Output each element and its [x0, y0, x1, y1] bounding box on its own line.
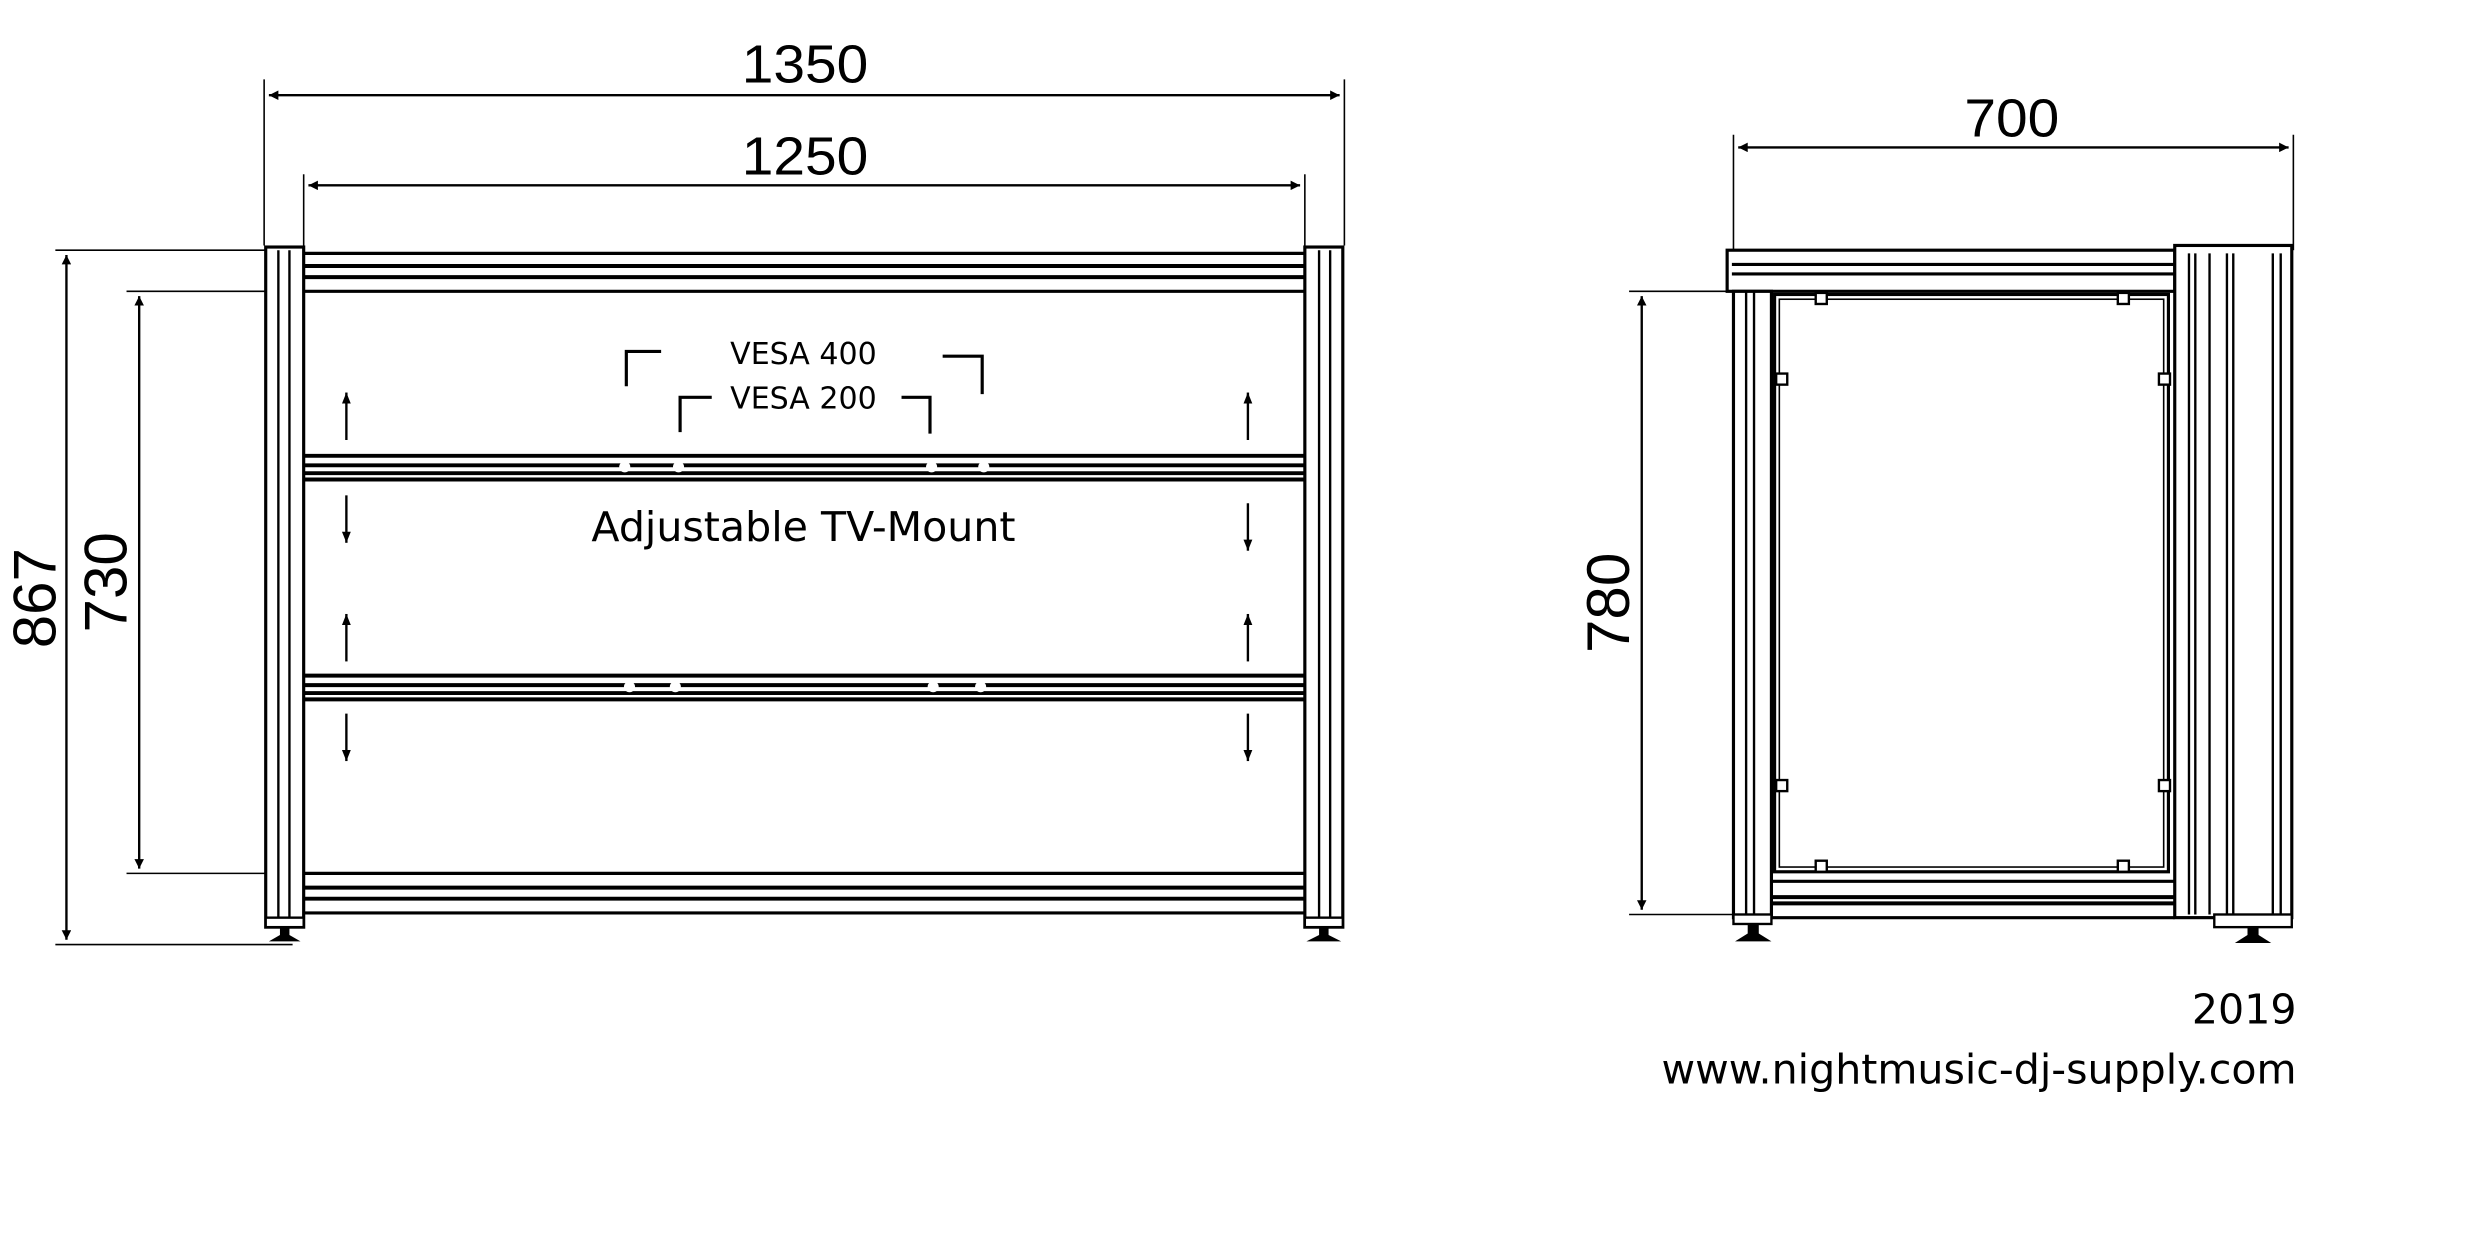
clip — [1814, 291, 1828, 306]
vesa-400-bracket: VESA 400 — [624, 337, 984, 395]
vesa-hole — [927, 681, 939, 693]
vesa-400-label: VESA 400 — [730, 337, 877, 372]
side-rear-post — [2173, 243, 2294, 943]
right-leg — [1303, 245, 1345, 942]
year-label: 2019 — [2192, 986, 2297, 1034]
clip — [2116, 291, 2131, 306]
clip — [1774, 372, 1789, 386]
dimension-label: 1350 — [742, 35, 869, 95]
dimension-side-height: 780 — [1575, 290, 1740, 916]
top-rail — [303, 251, 1305, 293]
vesa-200-label: VESA 200 — [730, 381, 877, 416]
dimension-label: 780 — [1575, 553, 1642, 653]
dimension-overall-width: 1350 — [263, 35, 1346, 246]
tv-mount-rail-lower[interactable] — [303, 673, 1305, 702]
adjustable-mount-label: Adjustable TV-Mount — [591, 503, 1015, 551]
dimension-label: 867 — [1, 548, 68, 648]
side-top-rail — [1725, 248, 2177, 293]
vesa-hole — [669, 681, 681, 693]
side-view: 700 780 — [1575, 88, 2295, 943]
vesa-hole — [926, 461, 938, 473]
clip — [2157, 372, 2172, 386]
adjust-arrows — [341, 392, 1253, 762]
dimension-label: 700 — [1964, 88, 2059, 148]
vesa-hole — [619, 461, 631, 473]
clip — [1774, 778, 1789, 793]
website-link[interactable]: www.nightmusic-dj-supply.com — [1661, 1046, 2296, 1094]
dimension-inner-width: 1250 — [302, 126, 1306, 254]
front-view: 1350 1250 867 730 — [1, 35, 1346, 946]
left-leg — [264, 245, 306, 942]
clip — [2116, 859, 2131, 873]
bottom-rail — [303, 871, 1305, 915]
dimension-depth: 700 — [1732, 88, 2295, 251]
dimension-overall-height: 867 — [1, 249, 293, 946]
clip — [2157, 778, 2172, 793]
tv-mount-rail-upper[interactable] — [303, 453, 1305, 482]
vesa-hole — [623, 681, 636, 693]
side-bottom-rail — [1771, 879, 2175, 920]
side-front-post — [1731, 289, 1774, 942]
clip — [1814, 859, 1828, 873]
vesa-hole — [975, 681, 987, 693]
vesa-200-bracket: VESA 200 — [678, 381, 932, 434]
vesa-hole — [672, 461, 685, 473]
dimension-label: 1250 — [742, 126, 869, 186]
vesa-hole — [978, 461, 990, 473]
dimension-label: 730 — [73, 532, 140, 632]
dimension-frame-height: 730 — [73, 290, 269, 875]
side-panel-frame — [1773, 291, 2172, 874]
